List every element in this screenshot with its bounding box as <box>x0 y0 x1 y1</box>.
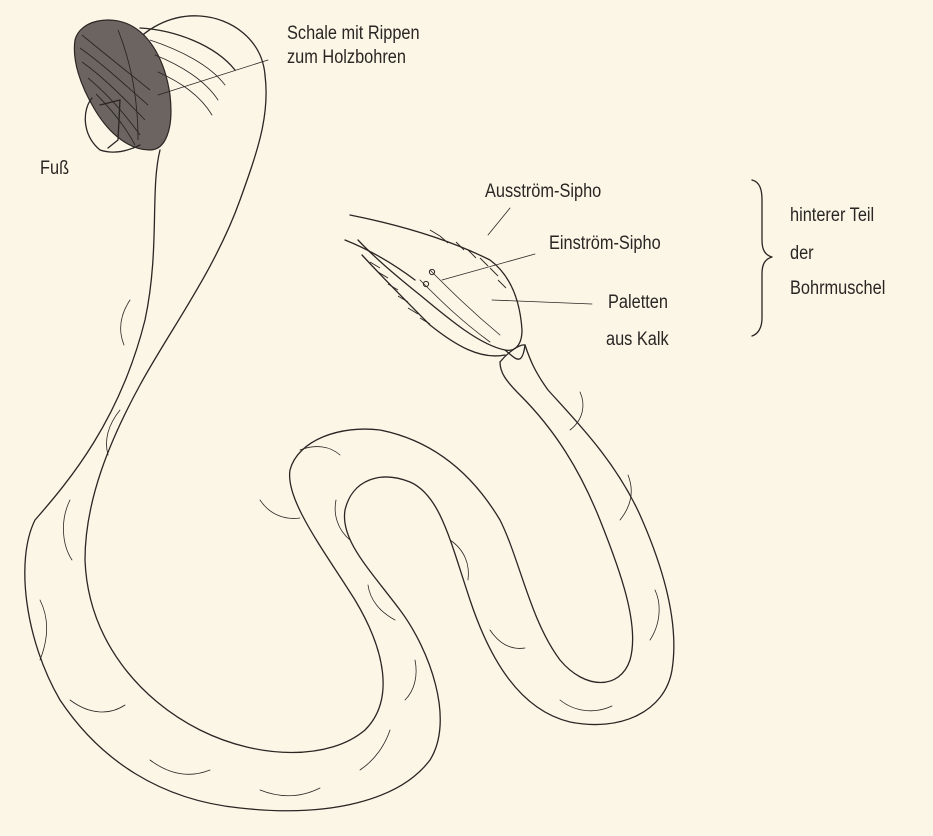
leader-excurrent <box>488 208 510 235</box>
leader-incurrent <box>442 254 535 280</box>
incurrent-siphon-label: Einström-Sipho <box>549 230 661 257</box>
leader-pallets <box>492 300 592 304</box>
pallets-label-line2: aus Kalk <box>606 326 669 353</box>
brace <box>752 180 772 336</box>
rear-part-label-line2: der <box>790 240 814 267</box>
rear-part-label-line1: hinterer Teil <box>790 202 874 229</box>
shell-label-line2: zum Holzbohren <box>287 44 406 71</box>
rear-part-label-line3: Bohrmuschel <box>790 275 885 302</box>
siphon-rear <box>345 215 525 359</box>
leader-shell <box>158 60 268 95</box>
excurrent-siphon-label: Ausström-Sipho <box>485 178 601 205</box>
pallets-label-line1: Paletten <box>608 289 668 316</box>
foot-label: Fuß <box>40 155 69 182</box>
shell-head <box>74 20 235 152</box>
shell-label-line1: Schale mit Rippen <box>287 20 420 47</box>
